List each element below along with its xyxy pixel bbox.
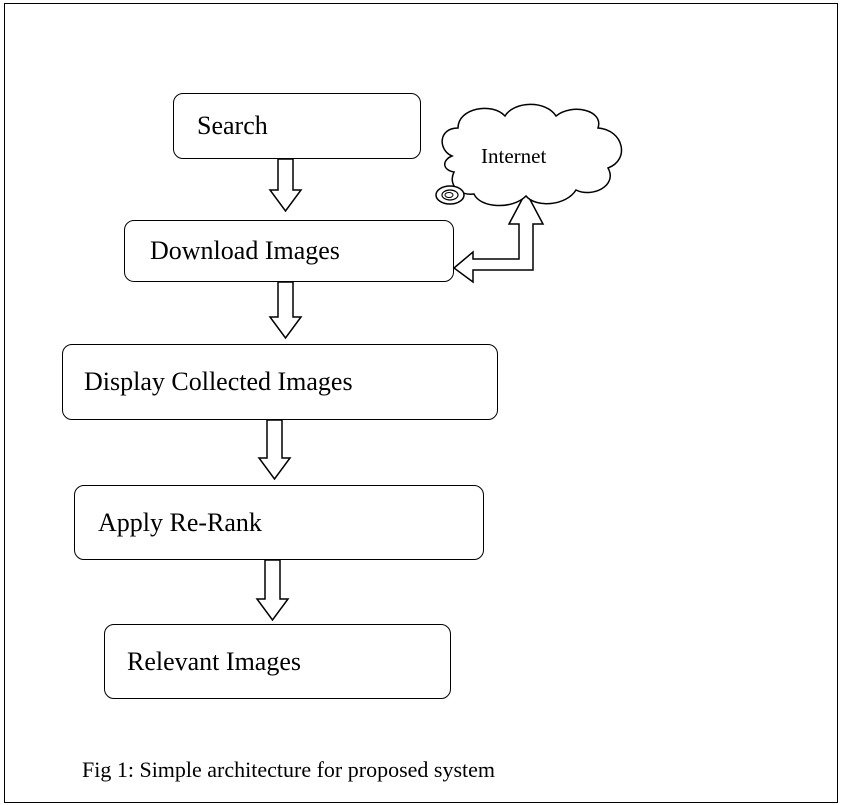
step-relevant-images-box: Relevant Images [104, 624, 451, 699]
cloud-icon [435, 103, 623, 207]
step-download-images-label: Download Images [150, 236, 340, 265]
step-search-box: Search [173, 93, 421, 159]
figure-caption: Fig 1: Simple architecture for proposed … [82, 757, 496, 782]
arrow-display-to-rerank [257, 419, 292, 481]
step-download-images-box: Download Images [124, 220, 454, 282]
step-apply-rerank-label: Apply Re-Rank [98, 507, 262, 537]
arrow-rerank-to-relevant [255, 559, 290, 622]
arrow-download-to-display [268, 281, 303, 340]
step-display-collected-images-label: Display Collected Images [84, 367, 353, 396]
figure-frame [4, 3, 838, 803]
step-relevant-images-label: Relevant Images [127, 646, 301, 676]
arrow-search-to-download [268, 158, 303, 213]
internet-cloud-label: Internet [481, 144, 547, 168]
step-display-collected-images-box: Display Collected Images [62, 344, 498, 420]
step-apply-rerank-box: Apply Re-Rank [74, 485, 484, 560]
step-search-label: Search [197, 111, 268, 140]
